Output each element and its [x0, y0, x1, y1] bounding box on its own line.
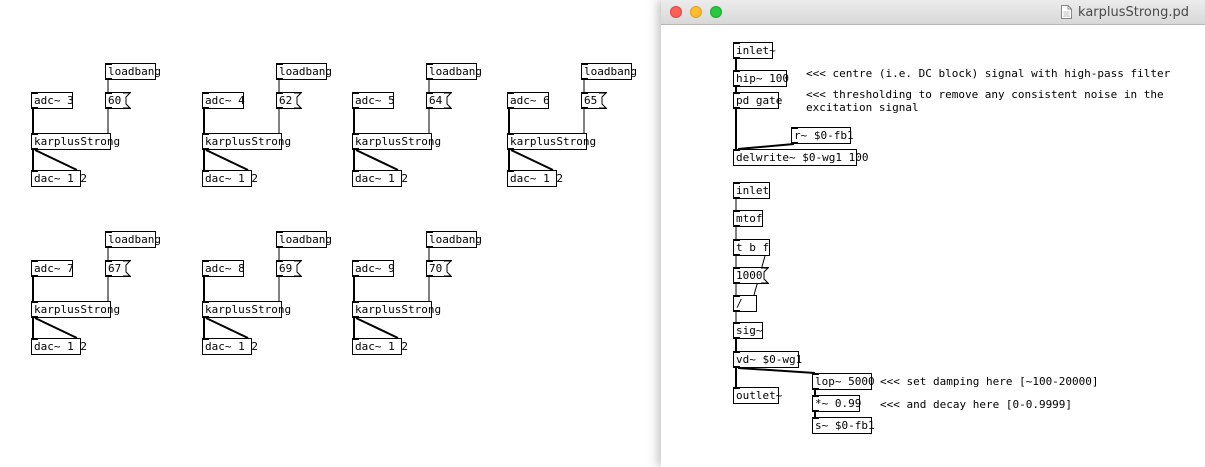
number-message[interactable]: 62	[276, 92, 302, 109]
adc-object[interactable]: adc~ 6	[507, 92, 550, 109]
minimize-button[interactable]	[690, 6, 702, 18]
subpatch-window[interactable]: karplusStrong.pd inlet~ hip~ 100 <<< cen…	[661, 0, 1205, 467]
number-message-label: 64	[429, 94, 443, 107]
karplus-strong-object[interactable]: karplusStrong	[202, 301, 291, 318]
number-message[interactable]: 67	[105, 260, 131, 277]
gate-comment: <<< thresholding to remove any consisten…	[806, 88, 1164, 114]
pd-gate-object[interactable]: pd gate	[733, 92, 782, 109]
loadbang-object[interactable]: loadbang	[105, 231, 161, 248]
loadbang-object[interactable]: loadbang	[276, 63, 332, 80]
adc-object[interactable]: adc~ 7	[31, 260, 74, 277]
send-fb1-object[interactable]: s~ $0-fb1	[812, 417, 875, 434]
mtof-object[interactable]: mtof	[733, 210, 763, 227]
dac-object[interactable]: dac~ 1 2	[352, 338, 408, 355]
message-flag-icon	[444, 93, 452, 108]
dac-object[interactable]: dac~ 1 2	[202, 170, 258, 187]
zoom-button[interactable]	[710, 6, 722, 18]
adc-object[interactable]: adc~ 4	[202, 92, 245, 109]
lop-comment: <<< set damping here [~100-20000]	[880, 375, 1099, 388]
dac-object[interactable]: dac~ 1 2	[202, 338, 258, 355]
number-message-label: 67	[108, 262, 122, 275]
loadbang-object[interactable]: loadbang	[426, 63, 482, 80]
number-message-label: 69	[279, 262, 293, 275]
hip-object[interactable]: hip~ 100	[733, 70, 789, 87]
multiply-comment: <<< and decay here [0-0.9999]	[880, 398, 1073, 411]
subpatch-connections	[735, 59, 816, 417]
karplus-strong-object[interactable]: karplusStrong	[352, 301, 441, 318]
dac-right-wire	[34, 317, 78, 339]
adc-object[interactable]: adc~ 5	[352, 92, 395, 109]
dac-object[interactable]: dac~ 1 2	[352, 170, 408, 187]
subpatch-canvas[interactable]: inlet~ hip~ 100 <<< centre (i.e. DC bloc…	[661, 25, 1205, 467]
number-message[interactable]: 64	[426, 92, 452, 109]
adc-object[interactable]: adc~ 3	[31, 92, 74, 109]
window-titlebar[interactable]: karplusStrong.pd	[661, 0, 1205, 25]
window-title: karplusStrong.pd	[1078, 4, 1189, 20]
number-message[interactable]: 60	[105, 92, 131, 109]
number-message[interactable]: 70	[426, 260, 452, 277]
dac-right-wire	[355, 317, 399, 339]
number-message[interactable]: 69	[276, 260, 302, 277]
message-flag-icon	[599, 93, 607, 108]
karplus-strong-object[interactable]: karplusStrong	[352, 133, 441, 150]
trigger-object[interactable]: t b f	[733, 239, 770, 256]
message-flag-icon	[123, 93, 131, 108]
dac-object[interactable]: dac~ 1 2	[31, 338, 87, 355]
loadbang-object[interactable]: loadbang	[426, 231, 482, 248]
dac-right-wire	[355, 149, 399, 171]
lop-object[interactable]: lop~ 5000	[812, 373, 875, 390]
message-flag-icon	[294, 261, 302, 276]
dac-right-wire	[205, 149, 249, 171]
sig-object[interactable]: sig~	[733, 322, 763, 339]
dac-right-wire	[205, 317, 249, 339]
hip-comment: <<< centre (i.e. DC block) signal with h…	[806, 67, 1171, 80]
divide-object[interactable]: /	[733, 295, 757, 312]
number-message[interactable]: 65	[581, 92, 607, 109]
karplus-strong-object[interactable]: karplusStrong	[31, 301, 120, 318]
dac-object[interactable]: dac~ 1 2	[31, 170, 87, 187]
message-flag-icon	[761, 268, 769, 283]
document-icon	[1061, 5, 1073, 19]
karplus-strong-object[interactable]: karplusStrong	[507, 133, 596, 150]
number-message-label: 60	[108, 94, 122, 107]
dac-object[interactable]: dac~ 1 2	[507, 170, 563, 187]
adc-object[interactable]: adc~ 8	[202, 260, 245, 277]
loadbang-object[interactable]: loadbang	[276, 231, 332, 248]
dac-right-wire	[34, 149, 78, 171]
dac-right-wire	[510, 149, 554, 171]
outlet-object[interactable]: outlet~	[733, 387, 782, 404]
number-message-label: 62	[279, 94, 293, 107]
number-message-label: 70	[429, 262, 443, 275]
message-flag-icon	[294, 93, 302, 108]
message-1000-label: 1000	[736, 269, 763, 282]
message-flag-icon	[123, 261, 131, 276]
main-patch-connections	[32, 79, 585, 339]
vd-object[interactable]: vd~ $0-wg1	[733, 351, 802, 368]
receive-fb1-object[interactable]: r~ $0-fb1	[791, 127, 854, 144]
adc-object[interactable]: adc~ 9	[352, 260, 395, 277]
loadbang-object[interactable]: loadbang	[105, 63, 161, 80]
loadbang-object[interactable]: loadbang	[581, 63, 637, 80]
delwrite-object[interactable]: delwrite~ $0-wg1 100	[733, 149, 868, 166]
message-1000[interactable]: 1000	[733, 267, 769, 284]
number-message-label: 65	[584, 94, 598, 107]
multiply-object[interactable]: *~ 0.99	[812, 395, 861, 412]
karplus-strong-object[interactable]: karplusStrong	[202, 133, 291, 150]
close-button[interactable]	[670, 6, 682, 18]
receive-to-delwrite-wire	[737, 143, 795, 150]
karplus-strong-object[interactable]: karplusStrong	[31, 133, 120, 150]
message-flag-icon	[444, 261, 452, 276]
window-title-area: karplusStrong.pd	[1061, 4, 1189, 20]
vd-to-lop-wire	[737, 367, 816, 374]
inlet-object[interactable]: inlet	[733, 182, 770, 199]
inlet-tilde-object[interactable]: inlet~	[733, 42, 776, 59]
